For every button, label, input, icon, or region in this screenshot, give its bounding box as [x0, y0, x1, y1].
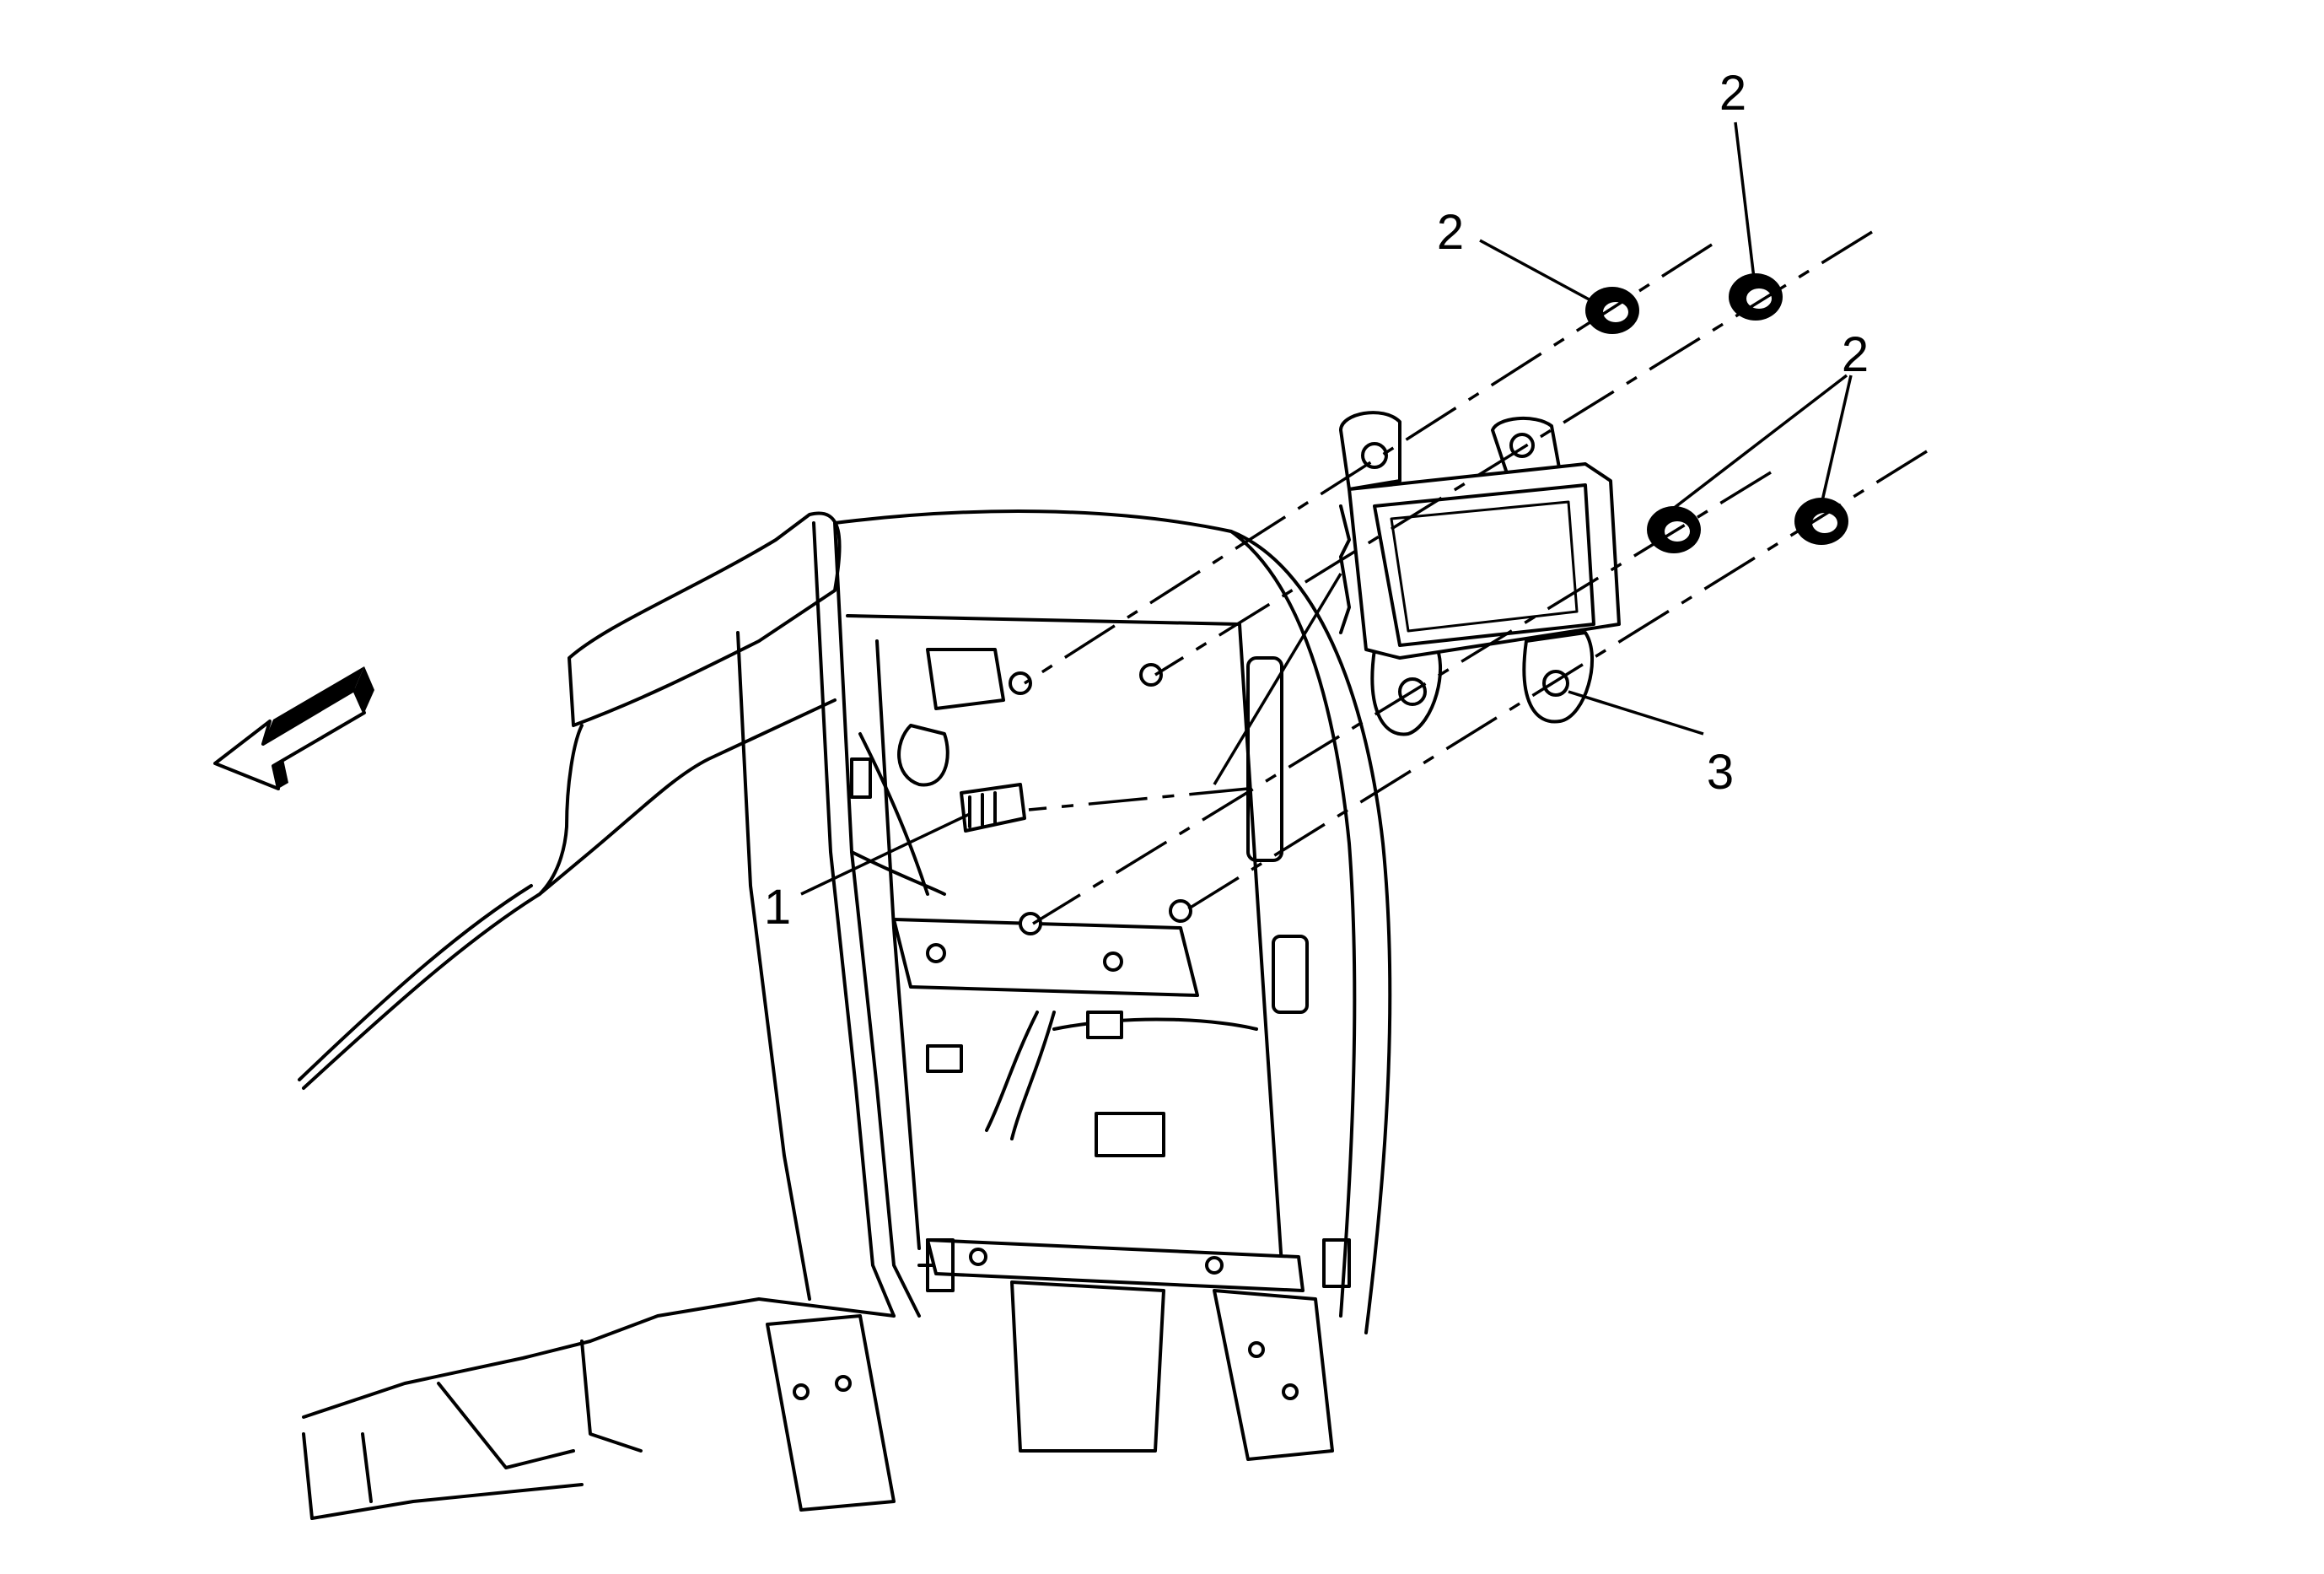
callout-3: 3 [1707, 745, 1734, 800]
console-internals [858, 648, 1258, 1157]
alignment-lines [1024, 230, 1928, 925]
forward-arrow-icon [213, 666, 374, 790]
leader-lines [800, 121, 1853, 896]
nut-lower-left [1647, 506, 1701, 553]
callout-2-right: 2 [1842, 327, 1869, 382]
callout-2-upper-left: 2 [1437, 205, 1464, 260]
callout-1: 1 [764, 880, 791, 935]
floor-console-body [298, 511, 921, 1520]
nut-upper-right [1729, 273, 1783, 321]
control-module [1339, 411, 1621, 736]
console-front-frame [766, 509, 1392, 1512]
nut-upper-left [1585, 287, 1639, 334]
callout-2-top: 2 [1719, 66, 1746, 121]
